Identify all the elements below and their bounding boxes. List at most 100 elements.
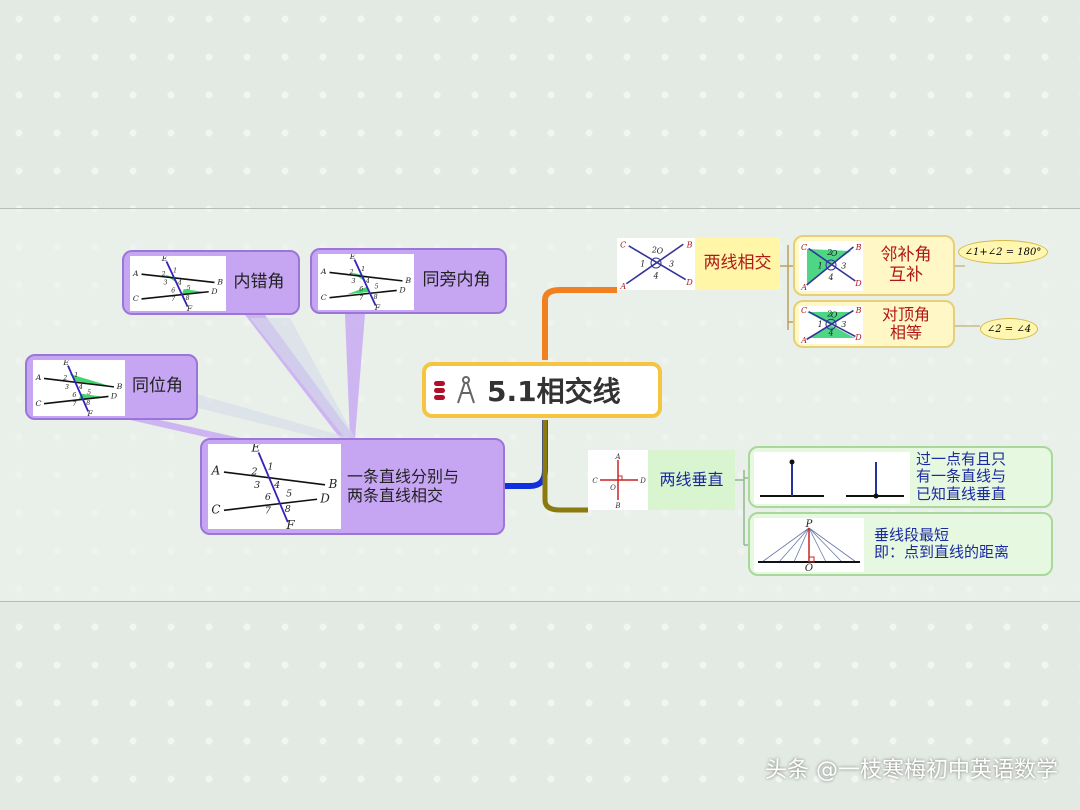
diagram-label: A [614,453,620,461]
diagram-label: C [211,503,220,517]
topic-unique-perpendicular[interactable]: 过一点有且只 有一条直线与 已知直线垂直 [748,446,1053,508]
diagram-label: E [251,444,261,455]
topic-label: 同旁内角 [422,270,491,291]
oblique-segment [793,527,810,563]
line-cd [808,247,856,282]
topic-shortest-perpendicular[interactable]: P O 垂线段最短 即：点到直线的距离 [748,512,1053,576]
diagram-label: 1 [361,266,365,273]
text-line: 即：点到直线的距离 [874,543,1010,561]
diagram-label: O [657,247,664,256]
diagram-label: E [349,254,356,261]
topic-label: 同位角 [132,376,183,397]
diagram-label: 8 [374,294,378,301]
diagram-label: 4 [827,329,833,338]
diagram-label: 4 [652,272,658,281]
diagram-label: B [328,477,338,491]
text-line: 有一条直线与 [916,467,1007,486]
diagram-label: F [285,518,295,529]
line-ab [806,246,854,286]
line-cd [808,310,856,338]
diagram-label: C [801,243,807,252]
right-angle-mark [617,475,623,481]
diagram-label: 3 [669,260,674,269]
diagram-label: 1 [818,320,823,329]
diagram-label: B [855,243,862,252]
angle-fill [79,393,105,400]
diagram-label: D [854,279,862,288]
diagram-label: 7 [72,401,76,408]
diagram-label: C [321,293,327,302]
diagram-label: 8 [86,400,90,407]
oblique-segment [808,527,857,563]
formula-supplementary: ∠1+∠2 = 180° [958,240,1048,264]
diagram-label: A [35,373,42,382]
diagram-label: 1 [267,462,273,473]
diagram-label: 4 [177,280,182,287]
diagram-label: C [592,477,598,485]
line-ef [257,452,289,523]
line-ef [165,261,189,307]
diagram-label: F [374,303,381,310]
text-line: 一条直线分别与 [347,467,460,487]
line-ab [43,377,115,388]
diagram-label: A [320,267,327,276]
diagram-label: 5 [375,284,379,291]
right-angle-mark [808,556,815,563]
line-ab [625,243,684,285]
line-ab [329,271,403,282]
diagram-label: 6 [72,392,76,399]
diagram-label: 3 [65,384,69,391]
diagram-label: C [36,399,42,408]
line-ab [141,273,215,284]
oblique-segment [761,527,810,563]
diagram-label: F [86,409,93,416]
diagram-label: D [685,278,693,287]
angle-arc [825,259,837,271]
oblique-segment [808,527,843,563]
diagram-label: A [211,464,221,478]
line-ab [806,309,854,341]
central-topic[interactable]: 5.1相交线 [422,362,662,418]
unique-perpendicular-diagram [754,452,910,504]
diagram-label: 5 [286,489,292,500]
menu-dots-icon[interactable] [434,380,445,400]
diagram-label: 3 [352,278,356,285]
diagram-label: B [404,276,411,285]
diagram-label: 4 [78,384,83,391]
oblique-segment [778,527,810,563]
diagram-label: D [210,287,217,296]
diagram-label: 2 [651,246,657,255]
topic-label: 内错角 [233,271,285,292]
diagram-label: B [686,240,693,249]
diagram-label: C [133,294,139,303]
diagram-label: 1 [173,268,177,275]
text-line: 垂线段最短 [874,525,950,544]
diagram-label: 3 [164,280,168,287]
diagram-label: P [805,519,813,530]
diagram-label: B [614,502,620,510]
compass-icon [457,376,475,404]
oblique-segment [808,527,827,563]
diagram-label: O [805,563,813,572]
formula-vertical: ∠2 = ∠4 [980,318,1038,340]
diagram-label: 7 [171,296,175,303]
diagram-label: A [800,336,807,344]
diagram-label: C [620,240,626,249]
diagram-label: 6 [171,287,175,294]
diagram-label: 3 [841,320,846,329]
diagram-label: O [610,484,616,492]
line-ef [67,365,90,412]
diagram-label: 1 [74,372,78,379]
